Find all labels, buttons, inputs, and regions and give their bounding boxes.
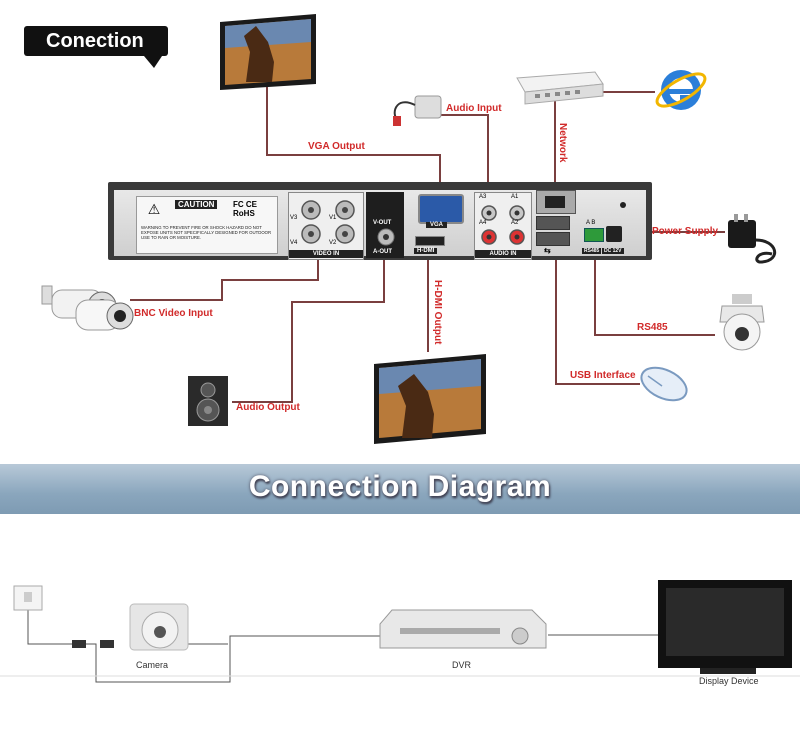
page-title: Conection (24, 26, 168, 68)
power-adapter-image (728, 214, 776, 264)
caution-sticker: ⚠ CAUTION FC CE RoHS WARNING TO PREVENT … (136, 196, 278, 254)
mouse-image (640, 366, 688, 402)
rs485-label: RS485 (637, 322, 668, 333)
line-vga (266, 85, 441, 192)
speaker-image (188, 376, 228, 426)
network-label: Network (557, 123, 568, 163)
audio-ch-a4: A4 (479, 220, 487, 226)
bottom-line-power (27, 600, 380, 683)
vout-aout-block: V-OUT A-OUT (366, 192, 404, 258)
caution-text: CAUTION (175, 200, 218, 209)
warning-text: WARNING TO PREVENT FIRE OR SHOCK HAZARD … (141, 225, 272, 240)
audio-in-panel-label: AUDIO IN (475, 250, 531, 258)
audio-in-block: A3 A1 A4 A2 AUDIO IN (474, 192, 532, 260)
ch-v3: V3 (290, 215, 298, 221)
bottom-diagram (0, 580, 800, 683)
line-audio-out (232, 250, 385, 403)
rs485-ab-label: A B (586, 220, 596, 226)
ground-screw (620, 202, 626, 208)
bnc-video-in-block: V3 V1 V4 V2 VIDEO IN (288, 192, 364, 260)
network-switch-image (516, 71, 604, 105)
dvr-label: DVR (452, 660, 472, 670)
rs485-panel-label: RS485 (582, 248, 602, 254)
usb-port-2 (536, 232, 570, 246)
dc12v-label: DC 12V (602, 248, 624, 254)
power-supply-label: Power Supply (652, 226, 719, 237)
audio-input-label: Audio Input (446, 103, 502, 114)
plug-icon (72, 640, 86, 648)
vga-port-label: VGA (426, 222, 448, 228)
lan-port (536, 190, 576, 214)
hdmi-output-label: H-DMI Output (432, 280, 443, 345)
vga-monitor-image (220, 14, 316, 90)
hdmi-port-label: H-DMI (414, 248, 438, 254)
bullet-camera-image (41, 285, 134, 331)
display-device-label: Display Device (699, 676, 759, 686)
audio-ch-a3: A3 (479, 194, 487, 200)
a-out-label: A-OUT (373, 249, 392, 255)
usb-interface-label: USB Interface (570, 370, 636, 381)
video-in-label: VIDEO IN (289, 250, 363, 258)
audio-ch-a2: A2 (511, 220, 519, 226)
v-out-label: V-OUT (373, 220, 392, 226)
bnc-video-input-label: BNC Video Input (134, 308, 213, 319)
camera-label: Camera (136, 660, 169, 670)
ch-v4: V4 (290, 240, 298, 246)
line-rs485 (594, 260, 715, 336)
warning-triangle-icon: ⚠ (147, 201, 161, 217)
microphone-image (393, 95, 442, 126)
wall-socket-icon (13, 585, 43, 611)
ptz-camera-icon (129, 603, 189, 651)
line-audio-in (420, 114, 489, 192)
ch-v1: V1 (329, 215, 337, 221)
vga-port (418, 194, 464, 224)
section-banner: Connection Diagram (0, 464, 800, 514)
hdmi-port (415, 236, 445, 246)
hdmi-monitor-image (374, 354, 486, 444)
line-bnc (130, 250, 319, 301)
ch-v2: V2 (329, 240, 337, 246)
vga-output-label: VGA Output (308, 141, 365, 152)
dvr-icon (379, 609, 547, 649)
dvr-rear-panel: ⚠ CAUTION FC CE RoHS WARNING TO PREVENT … (108, 182, 652, 260)
rs485-terminal (584, 228, 604, 242)
usb-port-1 (536, 216, 570, 230)
display-device-icon (658, 580, 792, 674)
banner-title: Connection Diagram (248, 470, 552, 503)
connector-icon (100, 640, 114, 648)
dc-jack (606, 226, 622, 242)
ptz-camera-image (719, 294, 765, 351)
audio-output-label: Audio Output (236, 402, 300, 413)
certifications: FC CE RoHS (233, 200, 257, 218)
line-usb (555, 260, 640, 385)
internet-explorer-icon (655, 70, 707, 110)
connection-lines (130, 85, 725, 403)
audio-ch-a1: A1 (511, 194, 519, 200)
usb-icon: ⇆ (544, 246, 551, 255)
